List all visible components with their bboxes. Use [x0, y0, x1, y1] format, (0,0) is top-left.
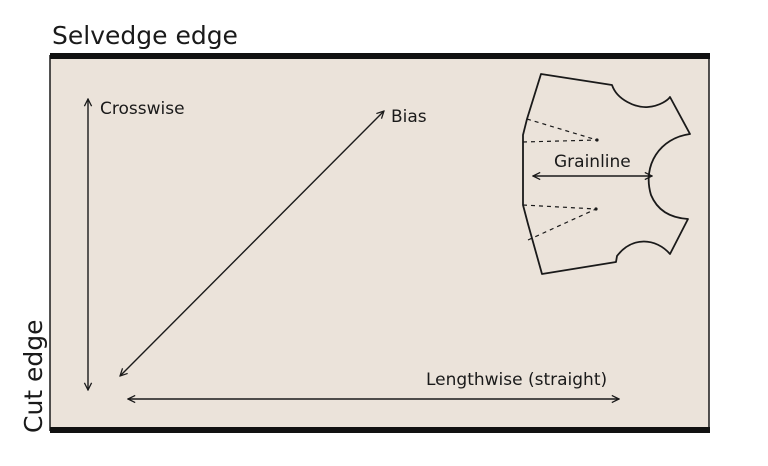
cut-edge-label: Cut edge [19, 319, 48, 433]
crosswise-label: Crosswise [100, 99, 185, 119]
lower-dart-point [594, 207, 598, 211]
bias-label: Bias [391, 107, 427, 127]
upper-dart-point [595, 138, 599, 142]
lengthwise-label: Lengthwise (straight) [426, 370, 607, 390]
selvedge-bottom-bar [50, 427, 710, 433]
grainline-label: Grainline [554, 152, 631, 172]
selvedge-edge-label: Selvedge edge [52, 21, 238, 50]
selvedge-top-bar [50, 53, 710, 59]
bias-arrow [120, 111, 384, 376]
